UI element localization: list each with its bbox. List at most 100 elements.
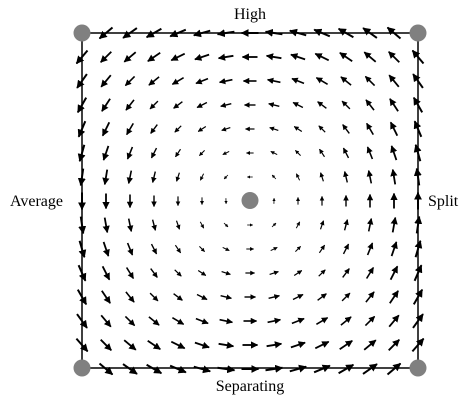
field-arrow [365,291,375,303]
field-arrow [365,99,375,111]
field-arrow [123,339,137,351]
field-arrow [318,125,326,133]
field-arrow [386,26,402,40]
field-arrow [388,74,400,88]
field-arrow [151,171,157,183]
field-arrow [217,365,236,374]
field-arrow [150,124,158,134]
field-arrow [341,292,351,302]
field-arrow [100,51,112,63]
field-arrow [265,53,282,61]
field-arrow [101,265,111,281]
field-arrow [216,29,235,38]
field-arrow [413,120,423,138]
field-arrow [197,269,207,277]
field-arrow [101,290,111,304]
field-arrow [102,145,110,161]
field-arrow [174,125,182,133]
field-arrow [292,101,304,109]
field-arrow [366,146,374,160]
field-arrow [366,242,374,256]
field-arrow [291,77,305,85]
field-arrow [77,264,87,282]
field-arrow [197,125,207,133]
field-arrow [125,267,135,280]
field-arrow [126,122,134,136]
field-arrow [319,220,325,230]
field-arrow [343,219,349,231]
field-arrow [293,269,303,277]
field-arrow [194,341,210,349]
field-arrow [318,244,326,254]
field-arrow [366,169,373,184]
vector-field [75,26,425,376]
equilibrium-nodes [73,24,427,377]
field-arrow [390,168,398,185]
field-arrow [100,339,112,351]
field-arrow [314,340,330,350]
node-corner-top-right [409,24,427,42]
field-arrow [76,97,88,114]
label-separating: Separating [216,378,284,395]
field-arrow [364,75,376,87]
field-arrow [148,76,160,86]
field-arrow [342,268,350,278]
field-arrow [290,341,306,349]
field-arrow [290,53,306,61]
field-arrow [268,294,280,300]
field-arrow [295,221,301,229]
field-arrow [150,147,158,159]
field-arrow [127,218,134,233]
field-arrow [414,240,423,258]
field-arrow [199,246,205,252]
field-arrow [289,364,307,373]
field-arrow [341,100,351,110]
field-arrow [193,365,211,374]
field-arrow [199,221,205,229]
field-arrow [221,126,231,132]
field-arrow [317,293,327,301]
field-arrow [125,99,135,111]
field-arrow [123,51,137,63]
field-arrow [413,144,422,162]
node-corner-bottom-right [409,359,427,377]
field-arrow [98,362,114,376]
field-arrow [338,363,355,375]
field-arrow [342,243,350,255]
field-arrow [271,222,277,228]
field-arrow [145,27,162,39]
field-arrow [126,146,134,160]
field-arrow [222,246,230,252]
field-arrow [413,167,422,186]
field-arrow [122,363,138,375]
field-arrow [266,77,281,84]
field-arrow [169,28,187,38]
field-arrow [195,317,209,325]
node-center [241,192,259,209]
field-arrow [269,270,279,276]
field-arrow [314,52,330,62]
field-arrow [319,172,325,182]
field-arrow [413,264,423,282]
field-arrow [76,289,88,306]
field-arrow [411,49,425,65]
field-arrow [318,269,326,277]
field-arrow [199,150,205,156]
field-arrow [289,28,307,37]
field-arrow [124,75,136,87]
field-arrow [175,172,181,182]
field-arrow [313,364,331,374]
field-arrow [317,101,327,109]
field-arrow [76,73,88,89]
field-arrow [291,317,305,325]
field-arrow [102,241,110,257]
label-average: Average [10,193,63,210]
field-arrow [173,293,183,301]
field-arrow [340,76,352,86]
field-arrow [295,150,301,156]
field-arrow [102,169,110,186]
field-arrow [196,293,208,301]
field-arrow [77,120,87,138]
field-arrow [365,266,375,279]
field-arrow [199,173,205,181]
